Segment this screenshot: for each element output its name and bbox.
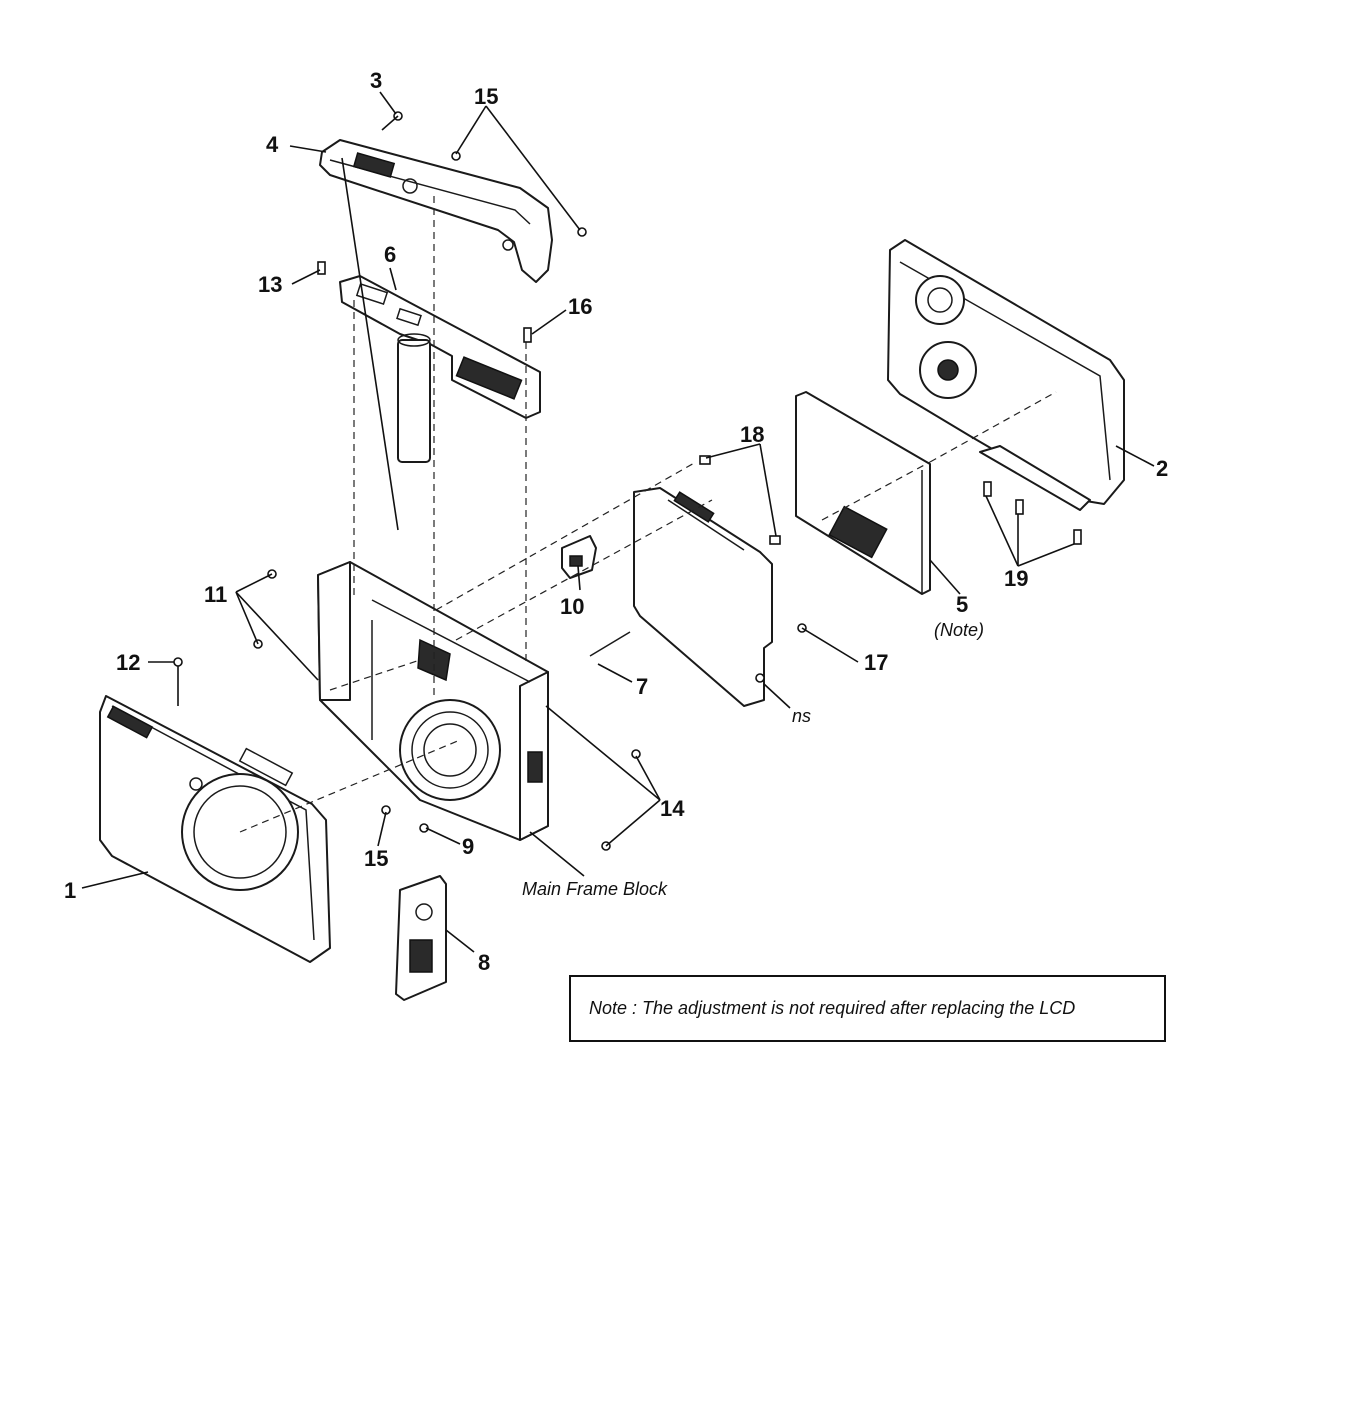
side-bracket-part — [395, 875, 447, 1001]
internal-board-part — [589, 487, 773, 707]
callout-19: 19 — [1004, 566, 1028, 591]
note-reference-label: (Note) — [934, 620, 984, 640]
callout-12: 12 — [116, 650, 140, 675]
callout-7: 7 — [636, 674, 648, 699]
main-frame-block — [317, 561, 549, 841]
callout-18: 18 — [740, 422, 764, 447]
callout-10: 10 — [560, 594, 584, 619]
callout-8: 8 — [478, 950, 490, 975]
callout-15-top: 15 — [474, 84, 498, 109]
callout-5: 5 — [956, 592, 968, 617]
callout-numbers: 3 15 4 13 6 16 18 2 19 5 11 10 12 7 17 1… — [64, 68, 1168, 975]
callout-1: 1 — [64, 878, 76, 903]
top-plate-part — [339, 275, 541, 463]
note-text: Note : The adjustment is not required af… — [589, 998, 1076, 1018]
callout-9: 9 — [462, 834, 474, 859]
text-labels: (Note) Main Frame Block ns — [522, 620, 984, 899]
callout-16: 16 — [568, 294, 592, 319]
callout-3: 3 — [370, 68, 382, 93]
screws — [173, 111, 1082, 851]
ns-label: ns — [792, 706, 811, 726]
callout-11: 11 — [204, 582, 227, 607]
leader-lines — [81, 91, 1155, 953]
alignment-lines — [239, 196, 1057, 833]
main-frame-block-label: Main Frame Block — [522, 879, 668, 899]
top-cover-part — [319, 139, 553, 283]
note-box: Note : The adjustment is not required af… — [569, 975, 1166, 1042]
rear-cover-part — [887, 239, 1125, 511]
callout-4: 4 — [266, 132, 279, 157]
callout-17: 17 — [864, 650, 888, 675]
callout-2: 2 — [1156, 456, 1168, 481]
front-cover-part — [99, 695, 331, 963]
lcd-panel-part — [795, 391, 931, 595]
callout-14: 14 — [660, 796, 685, 821]
callout-15-bottom: 15 — [364, 846, 388, 871]
callout-13: 13 — [258, 272, 282, 297]
callout-6: 6 — [384, 242, 396, 267]
